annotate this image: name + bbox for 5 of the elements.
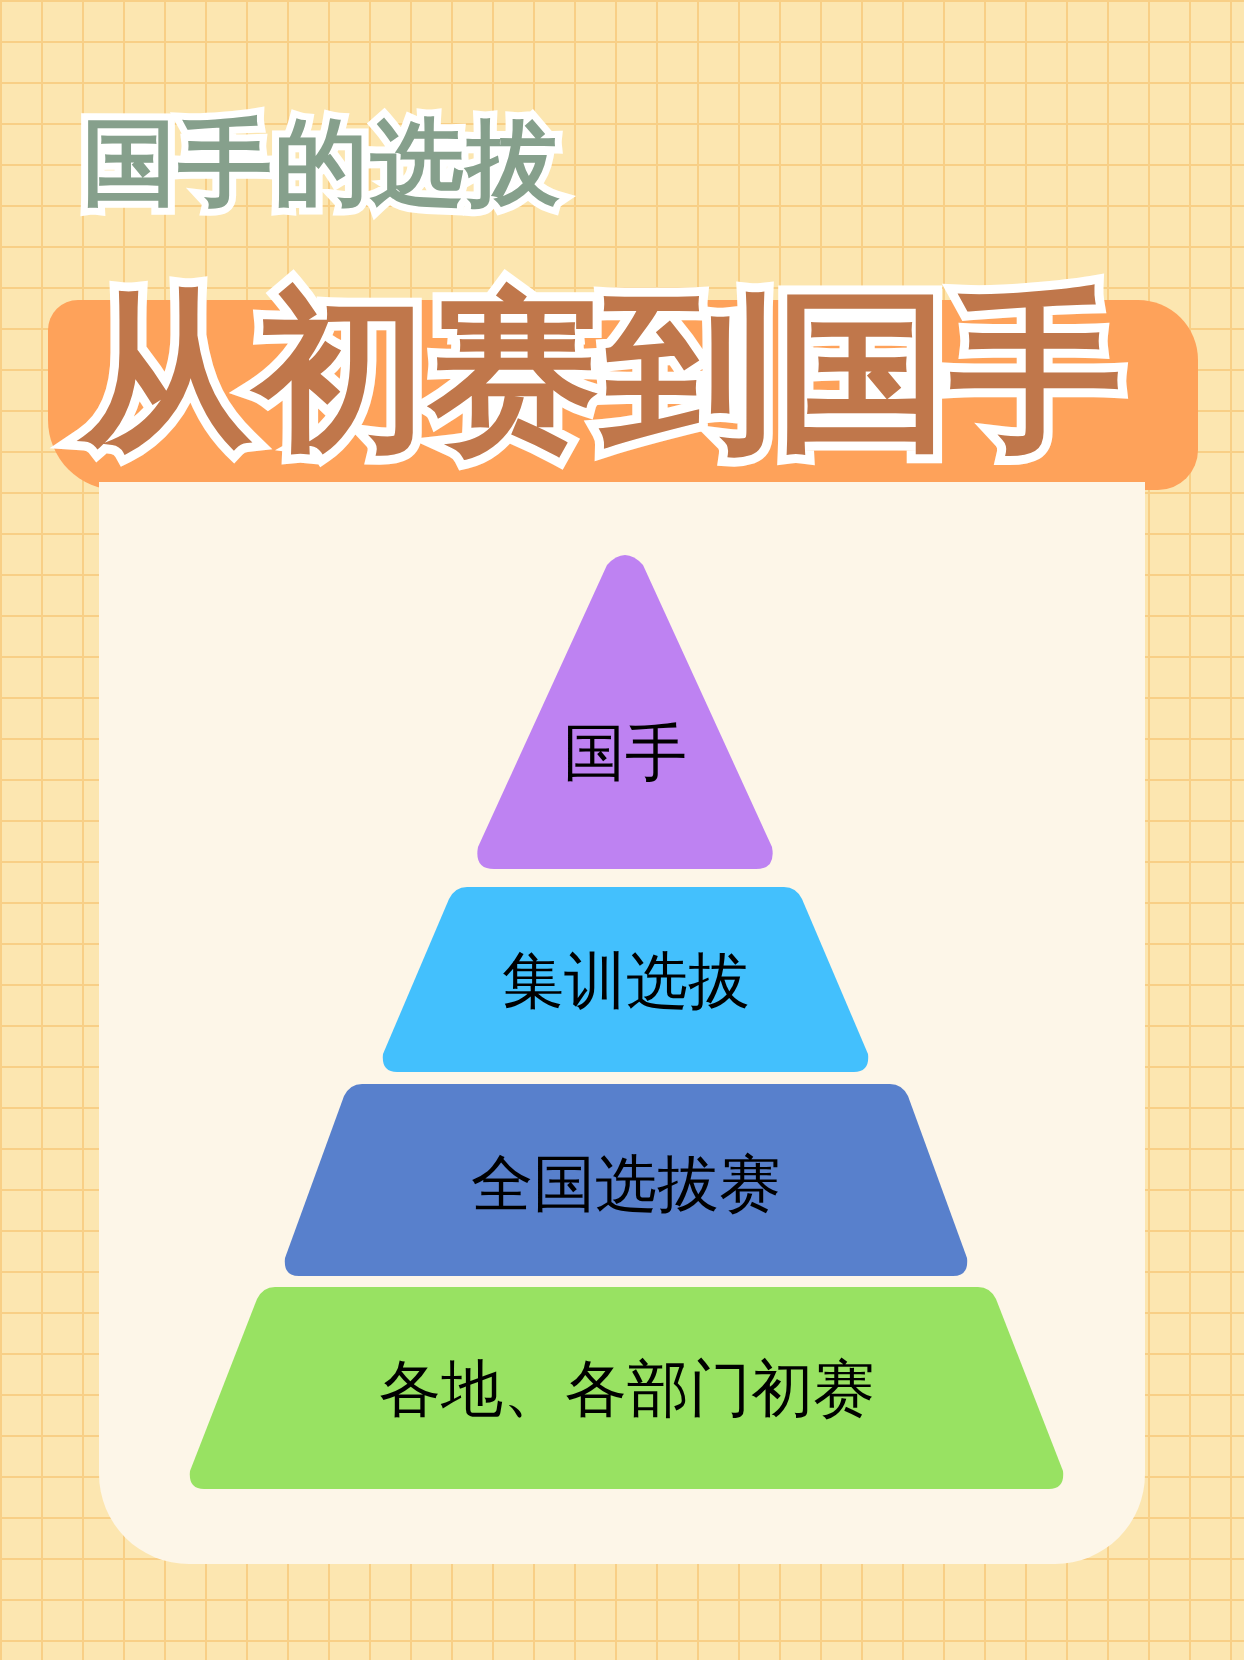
tier-label: 全国选拔赛	[470, 1146, 782, 1222]
tier-label: 国手	[562, 715, 688, 791]
title: 国手的选拔	[82, 107, 562, 219]
tier-label: 集训选拔	[500, 943, 751, 1019]
tier-label: 各地、各部门初赛	[377, 1351, 876, 1427]
